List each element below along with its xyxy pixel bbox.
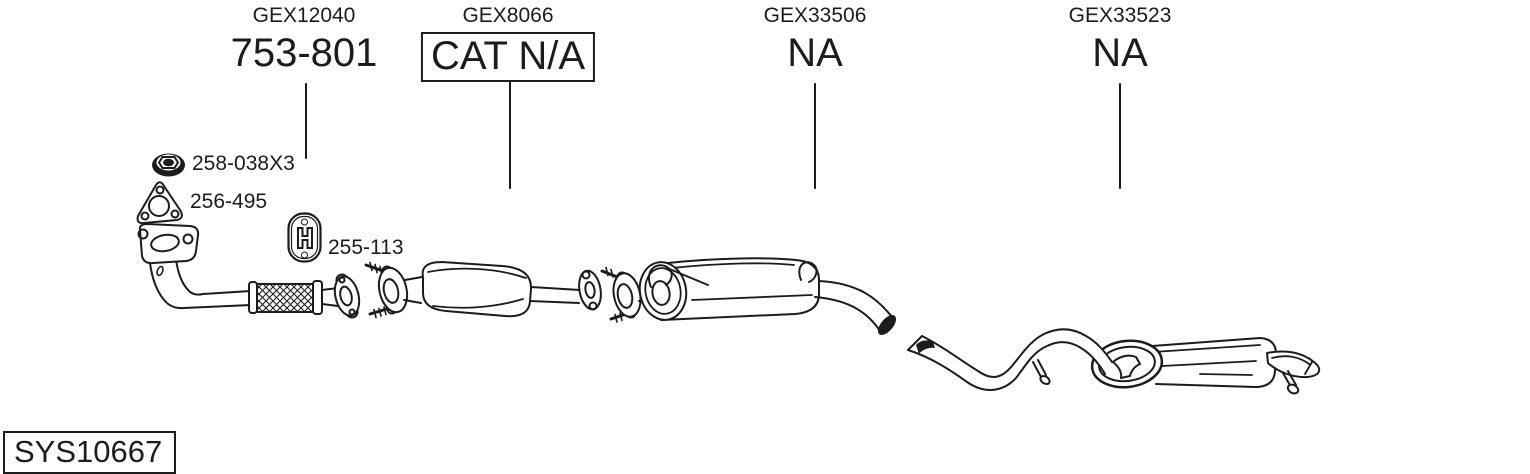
stud-threads [615, 313, 622, 322]
middle-outlet-pipe-end [876, 313, 898, 336]
catalytic-converter [366, 262, 604, 318]
rear-pipe-tip-slot [916, 340, 935, 354]
stud-threads [374, 307, 386, 318]
system-code: SYS10667 [14, 434, 163, 469]
muffler-body-top-line [672, 263, 794, 268]
cat-inlet-flange [375, 265, 411, 315]
flange-nut-icon [152, 153, 185, 177]
pipe-hanger-rod [1033, 360, 1046, 377]
section-col-1: GEX12040 753-801 [231, 4, 378, 74]
muffler-end-cap-inner [642, 265, 684, 316]
front-flange-opening [150, 233, 180, 254]
tailpipe-hanger-foot [1286, 383, 1300, 395]
stud-threads [606, 268, 613, 278]
section-part-number: 753-801 [230, 31, 378, 76]
braid-collar [249, 282, 257, 313]
middle-muffler [602, 258, 898, 336]
rubber-hanger-icon [286, 211, 324, 265]
cat-inlet-pipe [404, 277, 422, 303]
gasket-icon [135, 180, 185, 226]
rear-muffler-seam [1162, 361, 1256, 375]
cat-body-seam [433, 299, 523, 308]
front-pipe [139, 224, 363, 318]
fitting-part-number: 256-495 [190, 190, 268, 213]
middle-outlet-pipe [815, 281, 892, 331]
hanger-rod [667, 268, 708, 285]
muffler-body-seam [692, 295, 812, 300]
section-col-2: GEX8066 CAT N/A [420, 4, 596, 83]
rear-muffler-top-line [1153, 345, 1260, 352]
bolt-hole [139, 230, 148, 239]
cat-outlet-pipe [530, 287, 580, 303]
section-ref: GEX8066 [462, 4, 554, 27]
rear-pipe-fill [908, 329, 1112, 390]
bolt-hole [350, 310, 355, 315]
rear-muffler-front-ring-inner [1097, 344, 1157, 385]
cat-inlet-opening [381, 278, 400, 305]
muffler-inlet-mouth [651, 280, 672, 307]
bolt-hole [590, 303, 597, 310]
system-code-box: SYS10667 [3, 431, 177, 474]
muffler-body [661, 258, 819, 320]
section-col-3: GEX33506 NA [764, 4, 867, 74]
front-downpipe [150, 263, 251, 308]
bolt-hole [184, 235, 193, 244]
section-ref: GEX33523 [1068, 4, 1172, 27]
weld-nub [156, 266, 164, 276]
bolt-hole [583, 272, 590, 279]
section-part-number: NA [787, 31, 843, 76]
bolt-hole [340, 278, 345, 283]
rear-pipe-top [922, 329, 1112, 377]
fitting-part-number: 258-038X3 [192, 152, 295, 175]
flex-braid [254, 284, 316, 312]
hanger-hook [649, 265, 672, 287]
braid-collar [313, 281, 322, 314]
rear-pipe-inlet-tab [1113, 356, 1140, 378]
section-ref: GEX12040 [252, 4, 356, 27]
section-ref: GEX33506 [763, 4, 867, 27]
muffler-inlet-opening [616, 283, 635, 309]
pipe-end [584, 281, 596, 298]
stud-threads [370, 263, 382, 275]
fitting-part-number: 255-113 [328, 236, 404, 259]
front-downpipe-inner [176, 260, 251, 295]
rear-pipe-bottom [908, 342, 1105, 390]
front-flange [140, 224, 198, 263]
rear-muffler [1089, 337, 1319, 395]
pipe-end [338, 285, 353, 306]
hanger-hook [799, 262, 816, 282]
pipe-hanger-foot [1039, 374, 1051, 385]
cat-body-top-face [428, 269, 526, 278]
section-part-number: CAT N/A [420, 32, 596, 83]
rear-pipe-tip [908, 336, 922, 350]
tailpipe-inner-line [1272, 356, 1312, 374]
leader-lines [306, 81, 1120, 188]
section-col-4: GEX33523 NA [1069, 4, 1172, 74]
muffler-inlet-flange [610, 271, 645, 319]
section-part-number: NA [1092, 31, 1148, 76]
rear-connecting-pipe [908, 329, 1140, 390]
